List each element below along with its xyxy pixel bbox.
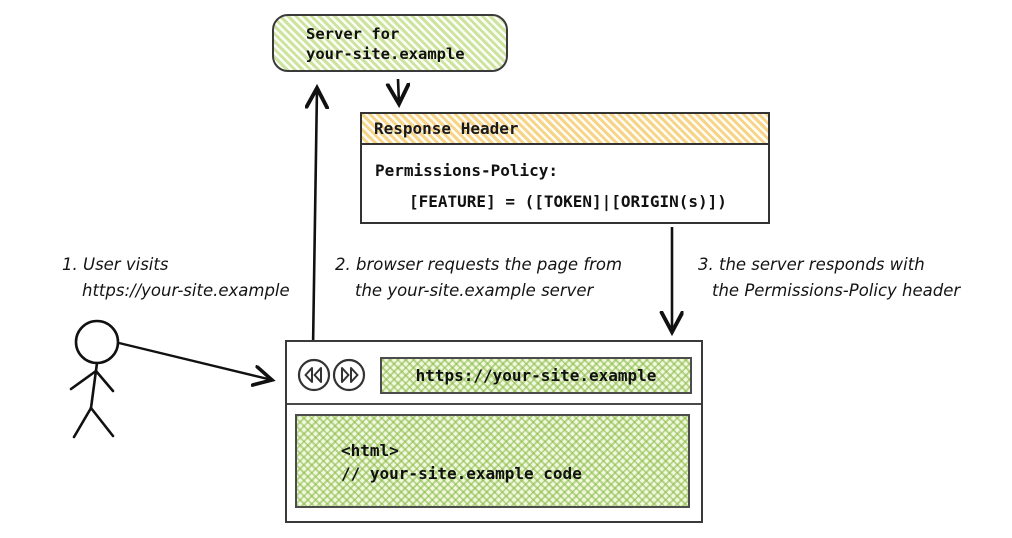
annotation-step2: 2. browser requests the page from the yo… [335, 252, 622, 304]
response-header-body: Permissions-Policy: [FEATURE] = ([TOKEN]… [362, 145, 768, 217]
annotation-step1-line1: 1. User visits [62, 255, 169, 274]
user-stick-figure [69, 319, 120, 439]
page-code-line1: <html> [341, 441, 399, 460]
arrow-server-to-response-header [398, 78, 399, 104]
server-label-line1: Server for [306, 25, 400, 43]
policy-line-1: Permissions-Policy: [375, 161, 559, 180]
arrow-user-to-browser [118, 341, 272, 380]
annotation-step3-line1: 3. the server responds with [698, 255, 925, 274]
annotation-step2-line2: the your-site.example server [355, 281, 594, 300]
arrow-browser-to-server [313, 88, 317, 349]
annotation-step3-line2: the Permissions-Policy header [712, 281, 961, 300]
annotation-step3: 3. the server responds with the Permissi… [698, 252, 960, 304]
server-box: Server for your-site.example [272, 14, 508, 72]
annotation-step1: 1. User visits https://your-site.example [62, 252, 290, 304]
forward-icon [332, 358, 366, 392]
browser-window: https://your-site.example <html> // your… [285, 340, 703, 523]
url-bar: https://your-site.example [380, 357, 692, 394]
back-icon [297, 358, 331, 392]
annotation-step2-line1: 2. browser requests the page from [335, 255, 623, 274]
response-header-title: Response Header [362, 114, 768, 145]
response-header-box: Response Header Permissions-Policy: [FEA… [360, 112, 770, 224]
page-code-line2: // your-site.example code [341, 464, 582, 483]
browser-toolbar: https://your-site.example [287, 342, 701, 405]
page-content: <html> // your-site.example code [295, 414, 690, 508]
server-label-line2: your-site.example [306, 45, 465, 63]
policy-line-2: [FEATURE] = ([TOKEN]|[ORIGIN(s)]) [409, 192, 727, 211]
annotation-step1-line2: https://your-site.example [82, 281, 290, 300]
